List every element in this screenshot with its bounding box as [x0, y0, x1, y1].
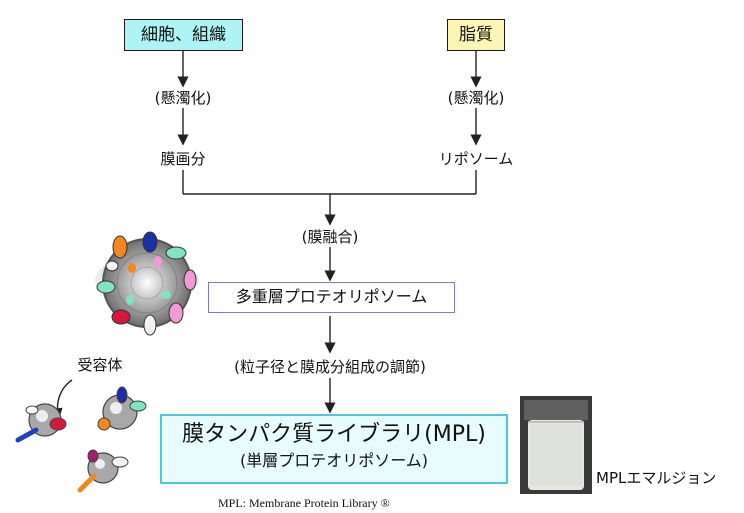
- mpl-title: 膜タンパク質ライブラリ(MPL): [182, 422, 486, 447]
- suspend-left-label: (懸濁化): [154, 89, 212, 107]
- multilayer-liposome-illustration: [95, 231, 199, 336]
- adjustment-label: (粒子径と膜成分組成の調節): [234, 358, 426, 376]
- multilayer-proteoliposome-box: 多重層プロテオリポソーム: [208, 282, 455, 313]
- suspend-right-label: (懸濁化): [447, 89, 505, 107]
- membrane-fusion-label: (膜融合): [301, 228, 359, 246]
- unilamellar-liposome-3: [77, 449, 129, 493]
- emulsion-photo: [520, 396, 592, 494]
- receptor-pointer: [51, 379, 73, 420]
- mpl-subtitle: (単層プロテオリポソーム): [239, 451, 428, 470]
- receptor-label: 受容体: [77, 356, 123, 374]
- unilamellar-liposome-1: [15, 403, 67, 443]
- mpl-box: 膜タンパク質ライブラリ(MPL) (単層プロテオリポソーム): [160, 414, 508, 484]
- cells-tissue-box: 細胞、組織: [124, 19, 243, 51]
- emulsion-label: MPLエマルジョン: [596, 469, 717, 487]
- liposome-label: リポソーム: [438, 150, 514, 168]
- lipid-box: 脂質: [447, 19, 505, 51]
- footnote: MPL: Membrane Protein Library ®: [218, 496, 390, 510]
- membrane-fraction-label: 膜画分: [160, 150, 206, 168]
- unilamellar-liposome-2: [97, 386, 147, 431]
